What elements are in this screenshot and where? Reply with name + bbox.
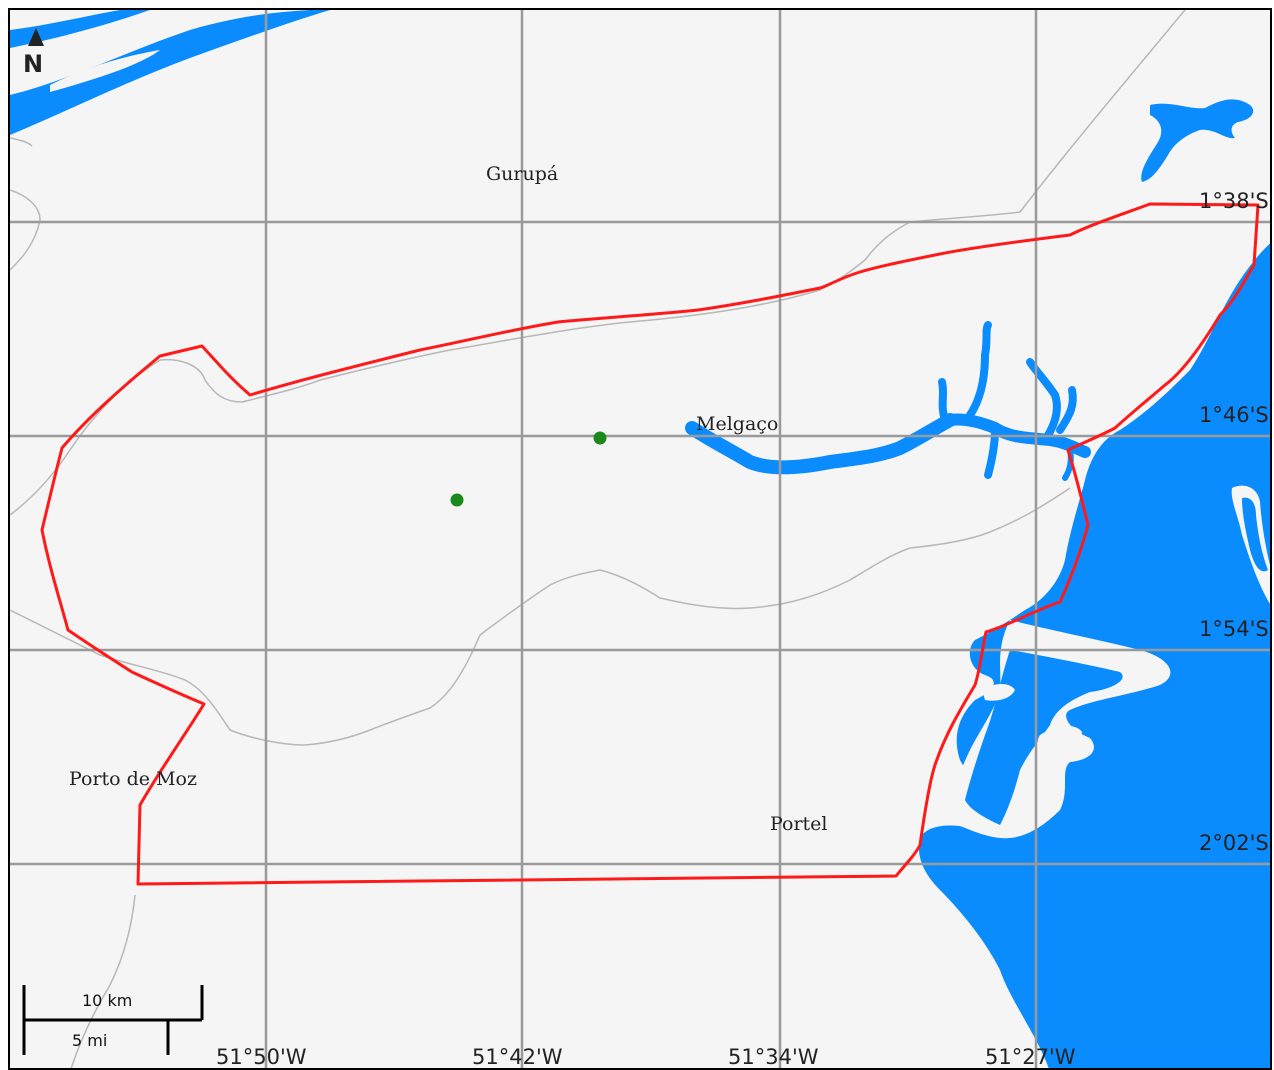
north-label: N — [23, 50, 43, 78]
north-arrow-icon: N — [23, 28, 44, 78]
scale-mi-label: 5 mi — [72, 1031, 107, 1050]
amazon-river-top-left — [10, 10, 330, 135]
scale-bar: 10 km 5 mi — [22, 985, 204, 1055]
study-area-boundary[interactable] — [40, 202, 1260, 886]
lon-label-51-34w: 51°34'W — [728, 1045, 819, 1069]
scale-km-label: 10 km — [82, 991, 132, 1010]
map-frame[interactable]: Gurupá Melgaço Porto de Moz Portel 1°38'… — [8, 8, 1272, 1070]
melgaco-river — [685, 321, 1091, 481]
lon-label-51-42w: 51°42'W — [472, 1045, 563, 1069]
lon-label-51-27w: 51°27'W — [985, 1045, 1076, 1069]
roads — [10, 10, 1186, 1068]
place-label-porto-de-moz: Porto de Moz — [69, 768, 197, 790]
place-label-gurupa: Gurupá — [486, 163, 558, 185]
graticule — [10, 10, 1270, 1068]
lon-label-51-50w: 51°50'W — [216, 1045, 307, 1069]
site-marker-1[interactable] — [593, 431, 607, 445]
map-canvas[interactable]: Gurupá Melgaço Porto de Moz Portel 1°38'… — [10, 10, 1272, 1070]
place-label-melgaco: Melgaço — [696, 413, 778, 435]
lat-label-2-02s: 2°02'S — [1199, 831, 1269, 855]
site-marker-2[interactable] — [450, 493, 464, 507]
place-label-portel: Portel — [770, 813, 828, 835]
lat-label-1-38s: 1°38'S — [1199, 189, 1269, 213]
water-bodies-east — [919, 99, 1270, 1068]
lat-label-1-46s: 1°46'S — [1199, 403, 1269, 427]
lat-label-1-54s: 1°54'S — [1199, 617, 1269, 641]
